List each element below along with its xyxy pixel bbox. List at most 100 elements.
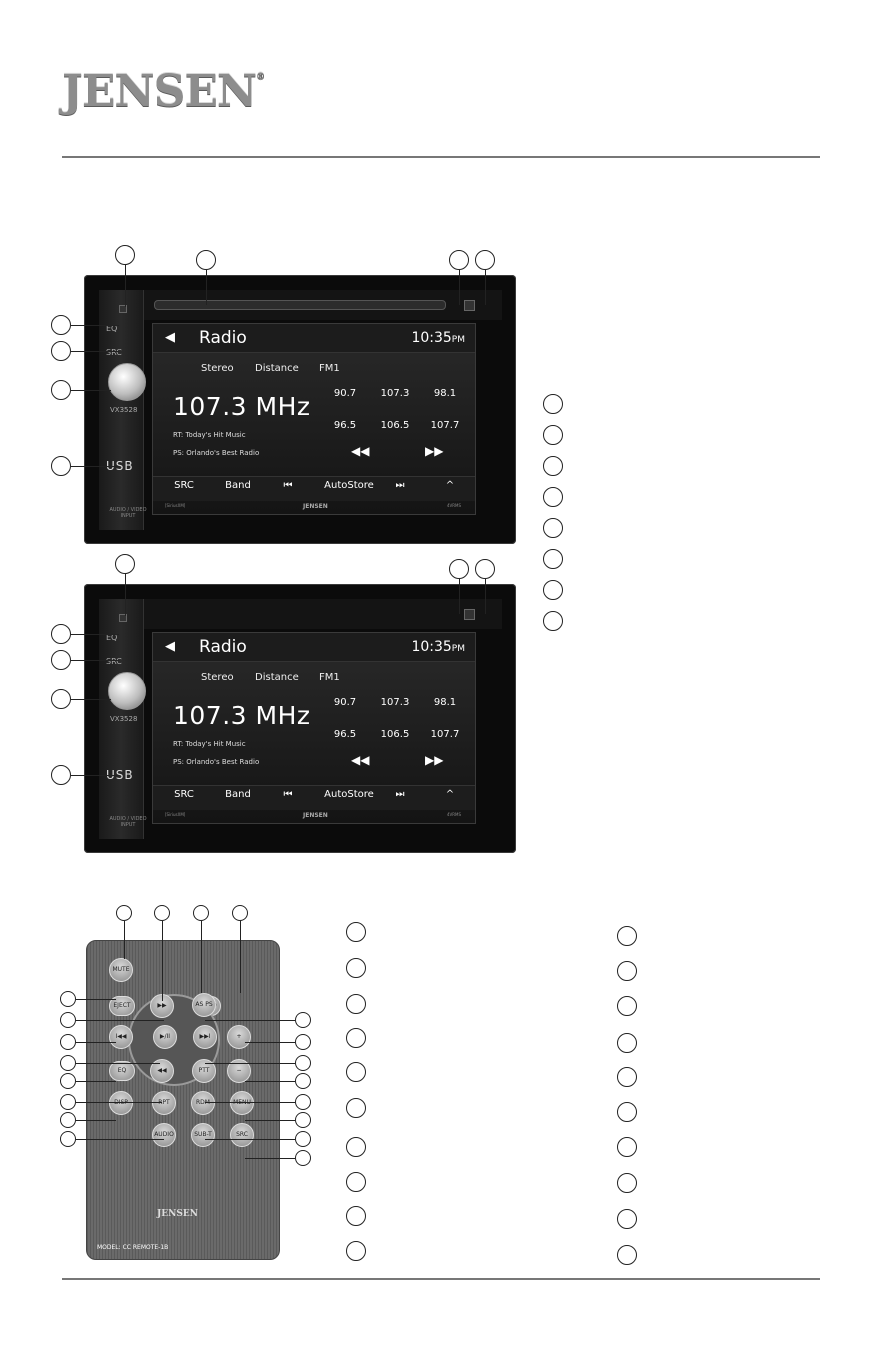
- prev-button[interactable]: I◀◀: [109, 1025, 133, 1049]
- rt-text: RT: Today's Hit Music: [173, 431, 246, 439]
- leader-line: [205, 1102, 295, 1103]
- leader-line: [245, 1120, 295, 1121]
- callout-power: [115, 554, 135, 574]
- top-panel: [144, 599, 502, 629]
- preset-6[interactable]: 107.7: [425, 420, 465, 431]
- preset-4[interactable]: 96.5: [325, 729, 365, 740]
- preset-4[interactable]: 96.5: [325, 420, 365, 431]
- remote-legend-marker: [346, 1098, 366, 1118]
- preset-3[interactable]: 98.1: [425, 388, 465, 399]
- disp-button[interactable]: DISP: [109, 1091, 133, 1115]
- reset-button[interactable]: [464, 609, 475, 620]
- ctrl-band-button[interactable]: Band: [213, 480, 263, 491]
- callout-remote-right: [295, 1034, 311, 1050]
- remote-legend-marker: [346, 1062, 366, 1082]
- avrms-label: 4VRMS: [447, 812, 461, 817]
- jensen-logo: JENSEN®: [62, 66, 264, 117]
- audio-button[interactable]: AUDIO: [152, 1123, 176, 1147]
- frequency: 107.3 MHz: [173, 701, 311, 730]
- ctrl-autostore-button[interactable]: AutoStore: [319, 789, 379, 800]
- sub-t-button[interactable]: SUB-T: [191, 1123, 215, 1147]
- eq-button[interactable]: EQ: [109, 1061, 135, 1081]
- ctrl-up-button[interactable]: ^: [425, 789, 475, 800]
- callout-reset: [475, 250, 495, 270]
- leader-line: [162, 921, 163, 1001]
- remote-legend-marker: [617, 1033, 637, 1053]
- sirius-logo: [SiriusXM]: [165, 812, 185, 817]
- reset-button[interactable]: [464, 300, 475, 311]
- rpt-button[interactable]: RPT: [152, 1091, 176, 1115]
- status-stereo: Stereo: [201, 672, 234, 683]
- ctrl-autostore-button[interactable]: AutoStore: [319, 480, 379, 491]
- leader-line: [485, 270, 486, 305]
- seek-forward-icon[interactable]: ▶▶: [425, 753, 443, 767]
- leader-line: [125, 265, 126, 307]
- sirius-logo: [SiriusXM]: [165, 503, 185, 508]
- remote-control: MUTE EJECT BAND ▶▶ AS PS I◀◀ ▶/II ▶▶I + …: [86, 940, 280, 1260]
- as-ps-button[interactable]: AS PS: [192, 993, 216, 1017]
- rdm-button[interactable]: RDM: [191, 1091, 215, 1115]
- callout-usb: [51, 456, 71, 476]
- ctrl-prev-button[interactable]: ⏮: [263, 480, 313, 491]
- callout-knob: [51, 380, 71, 400]
- callout-remote-top: [154, 905, 170, 921]
- callout-remote-right: [295, 1112, 311, 1128]
- disc-slot[interactable]: [154, 300, 446, 310]
- callout-remote-right: [295, 1131, 311, 1147]
- leader-line: [205, 1139, 295, 1140]
- seek-forward-icon[interactable]: ▶▶: [425, 444, 443, 458]
- ctrl-next-button[interactable]: ⏭: [375, 480, 425, 491]
- next-button[interactable]: ▶▶I: [193, 1025, 217, 1049]
- leader-line: [205, 1020, 295, 1021]
- preset-6[interactable]: 107.7: [425, 729, 465, 740]
- leader-line: [125, 574, 126, 616]
- preset-5[interactable]: 106.5: [375, 729, 415, 740]
- src-button[interactable]: SRC: [230, 1123, 254, 1147]
- avrms-label: 4VRMS: [447, 503, 461, 508]
- volume-up-button[interactable]: +: [227, 1025, 251, 1049]
- remote-legend-marker: [346, 1241, 366, 1261]
- callout-remote-right: [295, 1012, 311, 1028]
- status-distance: Distance: [255, 363, 299, 374]
- display-screen: ◀ Radio 10:35PM Stereo Distance FM1 107.…: [152, 632, 476, 824]
- callout-remote-right: [295, 1073, 311, 1089]
- seek-back-icon[interactable]: ◀◀: [351, 753, 369, 767]
- preset-3[interactable]: 98.1: [425, 697, 465, 708]
- legend-marker-8: [543, 611, 563, 631]
- volume-knob[interactable]: [108, 672, 146, 710]
- src-button[interactable]: SRC: [106, 657, 122, 666]
- src-button[interactable]: SRC: [106, 348, 122, 357]
- preset-2[interactable]: 107.3: [375, 697, 415, 708]
- model-label: VX3528: [110, 406, 137, 414]
- ctrl-src-button[interactable]: SRC: [159, 480, 209, 491]
- menu-button[interactable]: MENU: [230, 1091, 254, 1115]
- remote-legend-marker: [617, 1067, 637, 1087]
- callout-src: [51, 650, 71, 670]
- volume-knob[interactable]: [108, 363, 146, 401]
- preset-5[interactable]: 106.5: [375, 420, 415, 431]
- av-input-label: AUDIO / VIDEO INPUT: [108, 816, 148, 828]
- preset-1[interactable]: 90.7: [325, 697, 365, 708]
- remote-legend-marker: [617, 1209, 637, 1229]
- ctrl-up-button[interactable]: ^: [425, 480, 475, 491]
- status-distance: Distance: [255, 672, 299, 683]
- play-pause-button[interactable]: ▶/II: [153, 1025, 177, 1049]
- ctrl-src-button[interactable]: SRC: [159, 789, 209, 800]
- back-arrow-icon[interactable]: ◀: [165, 639, 175, 654]
- leader-line: [124, 921, 125, 959]
- leader-line: [76, 1102, 162, 1103]
- preset-2[interactable]: 107.3: [375, 388, 415, 399]
- status-band: FM1: [319, 672, 340, 683]
- ctrl-prev-button[interactable]: ⏮: [263, 789, 313, 800]
- mute-button[interactable]: MUTE: [109, 958, 133, 982]
- back-arrow-icon[interactable]: ◀: [165, 330, 175, 345]
- status-band: FM1: [319, 363, 340, 374]
- preset-1[interactable]: 90.7: [325, 388, 365, 399]
- screen-brand: JENSEN: [303, 503, 328, 510]
- ctrl-band-button[interactable]: Band: [213, 789, 263, 800]
- callout-remote-left: [60, 1034, 76, 1050]
- display-screen: ◀ Radio 10:35PM Stereo Distance FM1 107.…: [152, 323, 476, 515]
- seek-back-icon[interactable]: ◀◀: [351, 444, 369, 458]
- screen-title: Radio: [199, 637, 247, 657]
- ctrl-next-button[interactable]: ⏭: [375, 789, 425, 800]
